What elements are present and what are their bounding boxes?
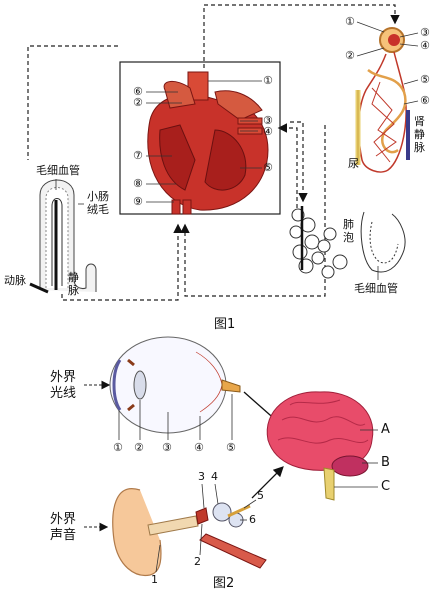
eye-label-3: ③ [162, 441, 172, 454]
urine-label: 尿 [348, 157, 359, 170]
heart-label-2: ② [133, 96, 143, 109]
eye-label-1: ① [113, 441, 123, 454]
artery-label: 动脉 [4, 274, 26, 287]
eye-label-5: ⑤ [226, 441, 236, 454]
eye-label-4: ④ [194, 441, 204, 454]
kidney-label-4: ④ [420, 39, 430, 52]
heart-label-5: ⑤ [263, 161, 273, 174]
figure1-caption: 图1 [214, 317, 236, 332]
heart-label-4: ④ [263, 125, 273, 138]
lung-capillary-label: 毛细血管 [354, 282, 398, 295]
lung-capillary-illustration [360, 211, 406, 273]
ear-label-4: 4 [211, 470, 218, 483]
ear-label-5: 5 [257, 489, 264, 502]
kidney-label-2: ② [345, 49, 355, 62]
heart-frame [119, 61, 281, 215]
ear-label-2: 2 [194, 555, 201, 568]
brain-label-b: B [381, 455, 390, 470]
eye-illustration [109, 336, 241, 434]
brain-illustration [266, 391, 374, 501]
brain-label-a: A [381, 422, 390, 437]
ear-to-brain-arrow [251, 466, 284, 499]
kidney-label-6: ⑥ [420, 94, 430, 107]
kidney-label-1: ① [345, 15, 355, 28]
ear-illustration [112, 488, 267, 577]
heart-label-3: ③ [263, 114, 273, 127]
villus-label: 小肠绒毛 [87, 190, 109, 216]
ear-label-6: 6 [249, 513, 256, 526]
vein-label: 静脉 [68, 271, 79, 297]
circulation-arrows [27, 4, 400, 301]
nephron-illustration [355, 27, 410, 173]
ear-label-3: 3 [198, 470, 205, 483]
eye-label-2: ② [134, 441, 144, 454]
ear-input-label: 外界声音 [50, 512, 77, 543]
alveolus-label: 肺泡 [343, 218, 354, 244]
brain-label-c: C [381, 479, 391, 494]
kidney-label-5: ⑤ [420, 73, 430, 86]
heart-label-8: ⑧ [133, 177, 143, 190]
kidney-label-3: ③ [420, 26, 430, 39]
figure2-caption: 图2 [213, 576, 235, 591]
ear-label-1: 1 [151, 573, 158, 586]
eye-input-label: 外界光线 [50, 370, 77, 401]
kidney-vein-label: 肾静脉 [414, 115, 425, 154]
heart-illustration [147, 71, 269, 215]
alveoli-illustration [289, 206, 348, 279]
intestine-capillary-label: 毛细血管 [36, 164, 80, 177]
heart-label-6: ⑥ [133, 85, 143, 98]
heart-label-1: ① [263, 74, 273, 87]
heart-label-7: ⑦ [133, 149, 143, 162]
heart-label-9: ⑨ [133, 195, 143, 208]
villus-illustration [29, 179, 97, 294]
